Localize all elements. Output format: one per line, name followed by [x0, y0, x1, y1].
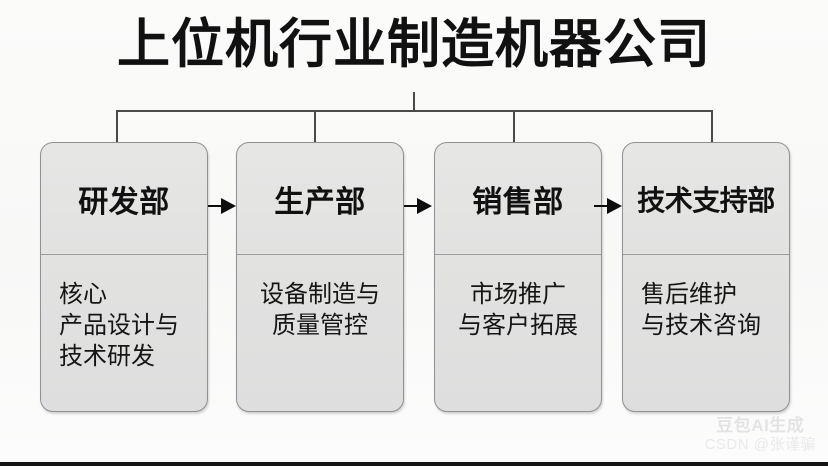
dept-box-sales[interactable]: 销售部 市场推广 与客户拓展: [434, 142, 602, 412]
dept-header-production: 生产部: [237, 143, 403, 255]
dept-header-sales: 销售部: [435, 143, 601, 255]
connector-drop-support: [711, 110, 713, 143]
dept-description-support: 售后维护 与技术咨询: [641, 281, 761, 339]
flow-arrow-icon-1: [208, 198, 236, 214]
arrow-stem: [594, 205, 610, 208]
dept-box-support[interactable]: 技术支持部 售后维护 与技术咨询: [622, 142, 790, 412]
arrow-head: [221, 198, 236, 214]
arrow-head: [607, 198, 622, 214]
dept-header-rd: 研发部: [41, 143, 207, 255]
arrow-stem: [404, 205, 420, 208]
connector-drop-rd: [116, 110, 118, 143]
dept-box-production[interactable]: 生产部 设备制造与 质量管控: [236, 142, 404, 412]
watermark-primary: 豆包AI生成: [716, 416, 805, 435]
arrow-stem: [208, 205, 224, 208]
watermark-secondary: CSDN @张谨骗: [704, 436, 816, 453]
dept-name-rd: 研发部: [78, 185, 170, 219]
dept-name-support: 技术支持部: [637, 184, 775, 216]
dept-header-support: 技术支持部: [623, 143, 789, 255]
bottom-letterbox-bar: [0, 462, 828, 466]
dept-description-rd: 核心 产品设计与 技术研发: [59, 281, 179, 370]
arrow-head: [417, 198, 432, 214]
dept-description-sales: 市场推广 与客户拓展: [458, 281, 578, 339]
watermark: 豆包AI生成 CSDN @张谨骗: [705, 416, 816, 454]
flow-arrow-icon-3: [594, 198, 622, 214]
connector-drop-sales: [513, 110, 515, 143]
dept-box-rd[interactable]: 研发部 核心 产品设计与 技术研发: [40, 142, 208, 412]
connector-horizontal-bar: [116, 110, 713, 112]
dept-description-production: 设备制造与 质量管控: [260, 281, 380, 339]
connector-drop-production: [314, 110, 316, 143]
dept-name-production: 生产部: [274, 185, 366, 219]
dept-name-sales: 销售部: [472, 185, 564, 219]
connector-root-stub: [413, 92, 415, 111]
page-title: 上位机行业制造机器公司: [117, 15, 711, 74]
flow-arrow-icon-2: [404, 198, 432, 214]
